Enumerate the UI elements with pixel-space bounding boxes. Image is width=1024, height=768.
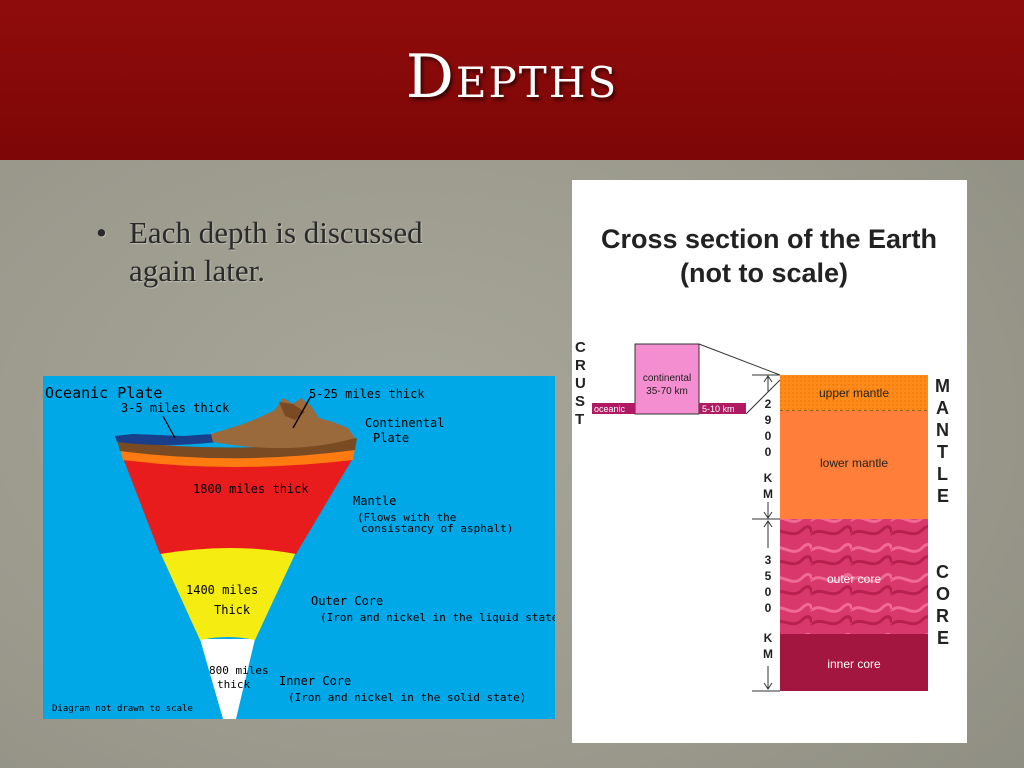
continental-label: continental <box>643 373 691 384</box>
continental-plate-label-2: Plate <box>373 431 409 445</box>
upper-mantle-label: upper mantle <box>819 386 889 400</box>
crust-band <box>117 438 357 459</box>
bullet-dot: • <box>96 215 107 250</box>
svg-text:S: S <box>575 393 585 410</box>
continental-plate-label-1: Continental <box>365 416 444 430</box>
earth-layers-cone-diagram: Oceanic Plate 3-5 miles thick 5-25 miles… <box>43 376 555 719</box>
svg-text:M: M <box>763 487 773 501</box>
svg-text:0: 0 <box>765 585 772 599</box>
svg-text:0: 0 <box>765 445 772 459</box>
connector-line-top <box>698 343 781 376</box>
svg-text:3: 3 <box>765 553 772 567</box>
inner-core-thickness-1: 800 miles <box>209 664 269 677</box>
mantle-depth-value: 2 9 0 0 KM <box>763 397 773 501</box>
svg-text:M: M <box>935 376 950 396</box>
outer-core <box>160 546 296 640</box>
outer-core-layer <box>780 519 928 634</box>
outer-core-label: outer core <box>827 572 881 586</box>
mantle-label: Mantle <box>353 494 396 508</box>
svg-text:R: R <box>575 357 586 374</box>
continental-pointer <box>292 395 312 429</box>
inner-core-label: inner core <box>827 657 881 671</box>
earth-cross-section-diagram: Cross section of the Earth (not to scale… <box>572 180 967 743</box>
outer-core-thickness-1: 1400 miles <box>186 583 258 597</box>
svg-text:2: 2 <box>765 397 772 411</box>
inner-core-thickness-2: thick <box>217 678 250 691</box>
svg-text:T: T <box>937 442 948 462</box>
svg-text:0: 0 <box>765 429 772 443</box>
inner-core-layer <box>780 634 928 691</box>
svg-text:5: 5 <box>765 569 772 583</box>
bullet-list: • Each depth is discussed again later. <box>96 214 496 290</box>
mantle-layer <box>123 458 353 554</box>
continental-plate <box>211 398 355 449</box>
oceanic-range-bar <box>699 403 746 414</box>
slide-title: Depths <box>405 42 619 112</box>
lower-mantle-label: lower mantle <box>820 456 888 470</box>
svg-text:E: E <box>937 628 949 648</box>
oceanic-plate <box>115 434 218 445</box>
lower-mantle-layer <box>780 411 928 519</box>
upper-mantle-layer <box>780 375 928 411</box>
svg-text:U: U <box>575 375 586 392</box>
mantle-note-2: consistancy of asphalt) <box>361 522 513 535</box>
diagram-footer: Diagram not drawn to scale <box>52 704 193 714</box>
svg-text:C: C <box>575 339 586 356</box>
mantle-depth-arrow <box>752 374 780 520</box>
oceanic-thickness: 3-5 miles thick <box>121 401 230 415</box>
core-depth-value: 3 5 0 0 KM <box>763 553 773 661</box>
oceanic-range: 5-10 km <box>702 404 735 414</box>
mantle-note-1: (Flows with the <box>357 511 456 524</box>
oceanic-plate-label: Oceanic Plate <box>45 384 162 402</box>
continental-crust-box <box>634 343 700 415</box>
svg-text:A: A <box>936 398 949 418</box>
oceanic-crust-bar <box>592 403 635 414</box>
inner-core-label: Inner Core <box>279 674 351 688</box>
figure-title-1: Cross section of the Earth <box>601 224 937 254</box>
svg-text:K: K <box>764 631 773 645</box>
svg-text:M: M <box>763 647 773 661</box>
oceanic-label: oceanic <box>594 404 626 414</box>
svg-text:C: C <box>936 562 949 582</box>
mantle-vertical-label: MAN TLE <box>935 376 950 506</box>
mountain-highlight <box>279 402 305 420</box>
svg-text:R: R <box>936 606 949 626</box>
svg-text:0: 0 <box>765 601 772 615</box>
bullet-text: Each depth is discussed again later. <box>129 215 423 288</box>
continental-range: 35-70 km <box>646 386 688 397</box>
connector-line-bottom <box>745 379 781 415</box>
svg-text:E: E <box>937 486 949 506</box>
title-bar: Depths <box>0 0 1024 160</box>
svg-text:K: K <box>764 471 773 485</box>
outer-core-label: Outer Core <box>311 594 383 608</box>
mantle-thickness: 1800 miles thick <box>193 482 309 496</box>
svg-text:L: L <box>937 464 948 484</box>
svg-text:O: O <box>936 584 950 604</box>
outer-core-thickness-2: Thick <box>214 603 251 617</box>
svg-text:N: N <box>936 420 949 440</box>
inner-core-note: (Iron and nickel in the solid state) <box>288 691 526 704</box>
core-depth-arrow <box>752 520 780 692</box>
inner-core <box>200 639 255 719</box>
continental-thickness: 5-25 miles thick <box>309 387 425 401</box>
figure-title-2: (not to scale) <box>680 258 848 288</box>
oceanic-pointer <box>162 415 176 439</box>
svg-text:T: T <box>575 411 584 428</box>
outer-core-note: (Iron and nickel in the liquid state) <box>320 611 555 624</box>
svg-text:9: 9 <box>765 413 772 427</box>
